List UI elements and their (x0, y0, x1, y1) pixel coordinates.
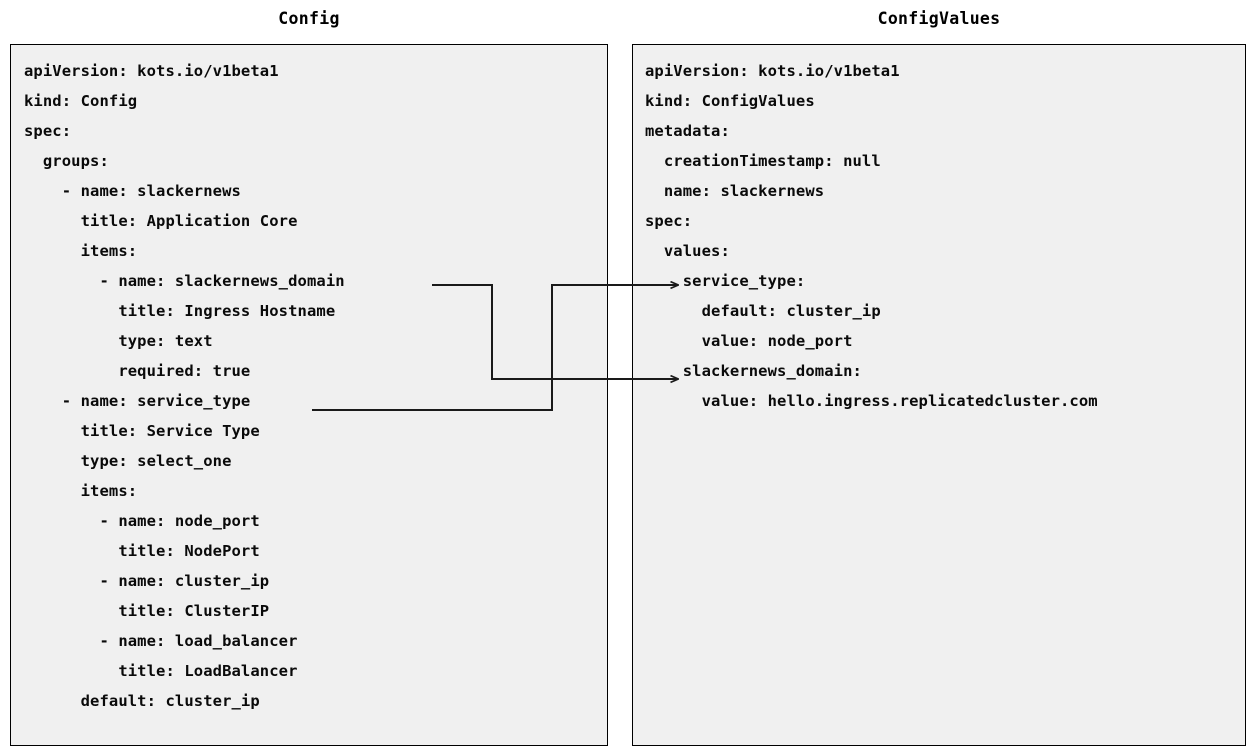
configvalues-yaml-line: name: slackernews (645, 182, 825, 200)
configvalues-yaml-line: slackernews_domain: (645, 362, 862, 380)
config-yaml-panel: apiVersion: kots.io/v1beta1 kind: Config s… (10, 44, 608, 746)
configvalues-yaml-body: apiVersion: kots.io/v1beta1 kind: ConfigV… (633, 45, 1245, 416)
configvalues-panel-title: ConfigValues (877, 9, 1001, 28)
config-yaml-line: title: Service Type (24, 422, 260, 440)
configvalues-yaml-panel: apiVersion: kots.io/v1beta1 kind: ConfigV… (632, 44, 1246, 746)
config-yaml-line: title: Ingress Hostname (24, 302, 336, 320)
config-yaml-line: spec: (24, 122, 72, 140)
config-yaml-line: default: cluster_ip (24, 692, 260, 710)
configvalues-yaml-line: metadata: (645, 122, 730, 140)
config-yaml-line: - name: cluster_ip (24, 572, 270, 590)
config-yaml-line: groups: (24, 152, 109, 170)
configvalues-yaml-line: value: node_port (645, 332, 853, 350)
configvalues-yaml-line: default: cluster_ip (645, 302, 881, 320)
config-panel-title: Config (278, 9, 340, 28)
configvalues-yaml-line: kind: ConfigValues (645, 92, 815, 110)
config-yaml-line: - name: node_port (24, 512, 260, 530)
configvalues-yaml-line: spec: (645, 212, 693, 230)
config-yaml-line: required: true (24, 362, 251, 380)
config-yaml-line: title: ClusterIP (24, 602, 270, 620)
config-yaml-line: - name: service_type (24, 392, 251, 410)
config-yaml-line: apiVersion: kots.io/v1beta1 (24, 62, 279, 80)
config-yaml-line: kind: Config (24, 92, 138, 110)
config-yaml-line: title: LoadBalancer (24, 662, 298, 680)
configvalues-yaml-line: creationTimestamp: null (645, 152, 881, 170)
config-yaml-line: title: Application Core (24, 212, 298, 230)
config-yaml-body: apiVersion: kots.io/v1beta1 kind: Config s… (11, 45, 607, 716)
configvalues-yaml-line: value: hello.ingress.replicatedcluster.c… (645, 392, 1098, 410)
config-yaml-line: items: (24, 242, 138, 260)
configvalues-yaml-line: apiVersion: kots.io/v1beta1 (645, 62, 900, 80)
config-yaml-line: - name: load_balancer (24, 632, 298, 650)
config-yaml-line: type: text (24, 332, 213, 350)
config-yaml-line: type: select_one (24, 452, 232, 470)
configvalues-yaml-line: values: (645, 242, 730, 260)
config-yaml-line: title: NodePort (24, 542, 260, 560)
config-yaml-line: items: (24, 482, 138, 500)
configvalues-yaml-line: service_type: (645, 272, 806, 290)
config-yaml-line: - name: slackernews_domain (24, 272, 345, 290)
config-yaml-line: - name: slackernews (24, 182, 241, 200)
